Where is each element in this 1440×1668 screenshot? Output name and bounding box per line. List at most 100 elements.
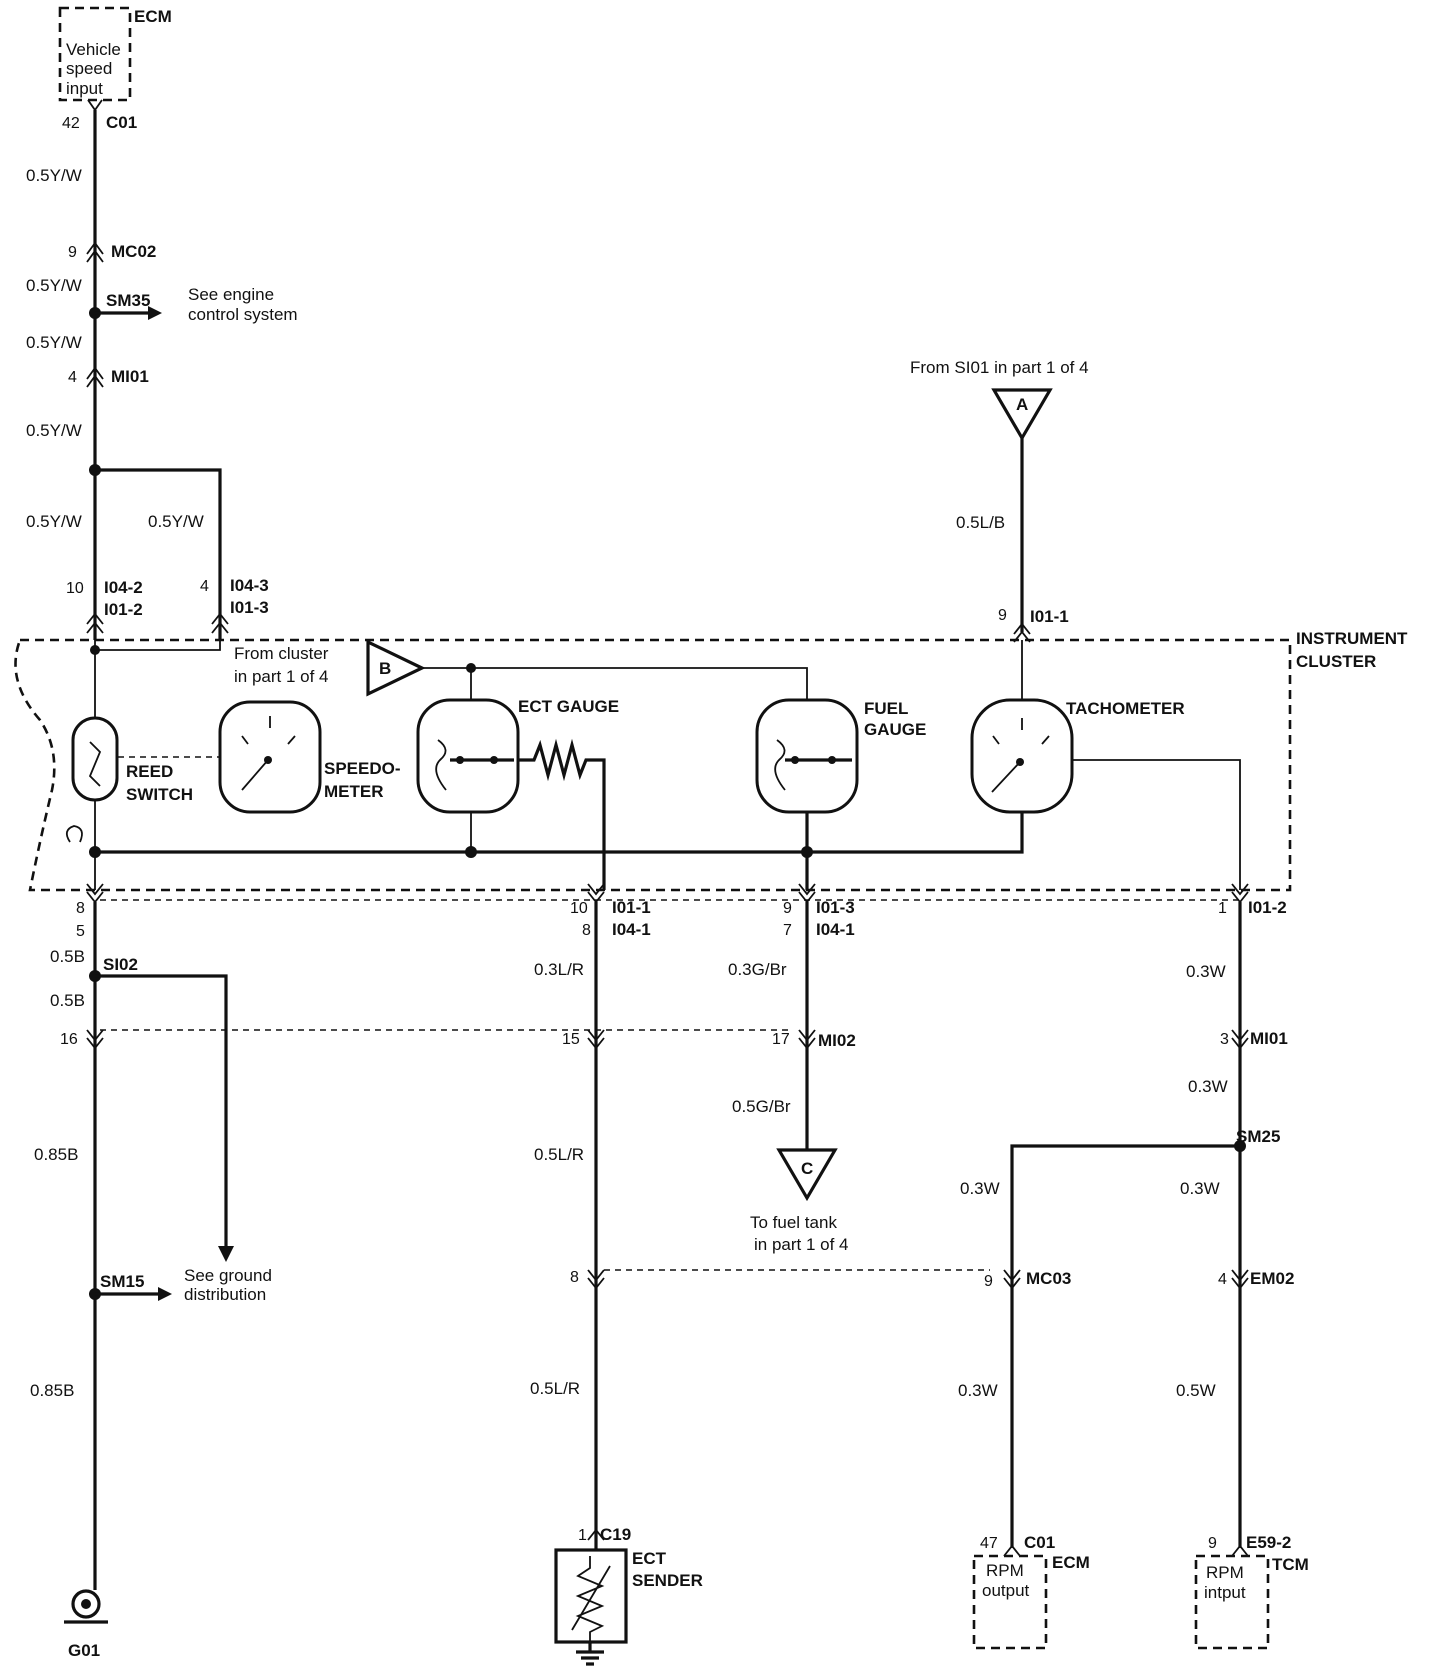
- fuel-gauge-body: [755, 698, 859, 814]
- em02-connector-symbol: [1231, 1269, 1249, 1290]
- ecm-bottom-box: [972, 1554, 1048, 1650]
- ecm-bottom-module: ECM: [1052, 1553, 1090, 1572]
- left-lower-wire-label-4: 0.85B: [30, 1381, 74, 1400]
- fuel-pin-b: 7: [783, 922, 792, 939]
- mi01-top-pin: 4: [68, 369, 77, 386]
- left-lower-wire-label-1: 0.5B: [50, 947, 85, 966]
- mi02-connector-symbol: [798, 1029, 816, 1050]
- ecm-top-line2: speed: [66, 59, 112, 78]
- i04-2-connector-b: I01-2: [104, 600, 143, 619]
- reed-switch-label-1: REED: [126, 762, 173, 781]
- sm35-ref-line2: control system: [188, 305, 298, 324]
- flag-b-triangle: [366, 639, 426, 697]
- ecm-bottom-connector: C01: [1024, 1533, 1055, 1552]
- ect-15-connector-symbol: [587, 1029, 605, 1050]
- i04-3-connector-a: I04-3: [230, 576, 269, 595]
- ect-pin-a: 10: [570, 900, 588, 917]
- mc02-pin: 9: [68, 244, 77, 261]
- sm25-label: SM25: [1236, 1127, 1280, 1146]
- ecm-bottom-connector-symbol: [1003, 1544, 1021, 1557]
- si02-arrow-icon: [218, 1246, 234, 1262]
- i04-2-connector-symbol: [86, 612, 104, 634]
- fuel-conn-b: I04-1: [816, 920, 855, 939]
- reed-switch-contact-icon: [88, 741, 102, 787]
- i04-3-connector-symbol: [211, 612, 229, 634]
- ect-sender-label-1: ECT: [632, 1549, 667, 1568]
- tach-wire-label-2: 0.3W: [1188, 1077, 1228, 1096]
- sm35-ref-line1: See engine: [188, 285, 274, 304]
- left-wire-label-6: 0.5Y/W: [148, 512, 204, 531]
- ground-bus-dot-fuel: [801, 846, 813, 858]
- tach-wire-label-6: 0.5W: [1176, 1381, 1216, 1400]
- sm35-arrow-icon: [148, 306, 162, 320]
- ecm-top-connector: C01: [106, 113, 137, 132]
- left-wire-label-1: 0.5Y/W: [26, 166, 82, 185]
- tachometer-body: [970, 698, 1074, 814]
- fuel-ref-line1: To fuel tank: [750, 1213, 837, 1232]
- cluster-ground-bus: [95, 812, 1024, 854]
- g01-label: G01: [68, 1641, 100, 1660]
- mi01-top-connector-label: MI01: [111, 367, 149, 386]
- flag-a-letter: A: [1016, 395, 1028, 414]
- fuel-gauge-pivot-right: [828, 756, 836, 764]
- fuel-ref-line2: in part 1 of 4: [754, 1235, 849, 1254]
- flag-a-triangle: [991, 388, 1053, 442]
- ect-wire-label-3: 0.5L/R: [530, 1379, 580, 1398]
- left-lower-wire-label-2: 0.5B: [50, 991, 85, 1010]
- speedometer-label-2: METER: [324, 782, 384, 801]
- fuel-conn-a: I01-3: [816, 898, 855, 917]
- reed-switch-body: [71, 716, 119, 802]
- ecm-top-line1: Vehicle: [66, 40, 121, 59]
- ect-wire-label-1: 0.3L/R: [534, 960, 584, 979]
- ect-gauge-label: ECT GAUGE: [518, 697, 619, 716]
- sm35-label: SM35: [106, 291, 150, 310]
- tcm-bottom-line2: intput: [1204, 1583, 1246, 1602]
- ect-pin-e: 1: [578, 1527, 587, 1544]
- sm15-arrow-icon: [158, 1287, 172, 1301]
- ecm-top-pin: 42: [62, 115, 80, 132]
- ect-conn-a: I01-1: [612, 898, 651, 917]
- i01-1-tach-pin: 9: [998, 607, 1007, 624]
- sm15-ref-line2: distribution: [184, 1285, 266, 1304]
- i01-3-internal-wire: [95, 640, 221, 651]
- reed-switch-label-2: SWITCH: [126, 785, 193, 804]
- ect-sender-label-2: SENDER: [632, 1571, 703, 1590]
- ect-gauge-needle-icon: [435, 739, 447, 791]
- from-cluster-line2: in part 1 of 4: [234, 667, 329, 686]
- fuel-pin-a: 9: [783, 900, 792, 917]
- left-wire-label-5: 0.5Y/W: [26, 512, 82, 531]
- ground-bus-dot-left: [89, 846, 101, 858]
- ecm-top-line3: input: [66, 79, 103, 98]
- left-lower-pin-a: 8: [76, 900, 85, 917]
- ect-pin-d: 8: [570, 1269, 579, 1286]
- flag-a-wire-label: 0.5L/B: [956, 513, 1005, 532]
- tachometer-hub: [1016, 758, 1024, 766]
- tach-pin-b: 3: [1220, 1031, 1229, 1048]
- left-split-branch-wire: [95, 468, 222, 640]
- mc03-connector-label: MC03: [1026, 1269, 1071, 1288]
- i01-1-tach-connector: I01-1: [1030, 607, 1069, 626]
- fuel-wire-label-1: 0.3G/Br: [728, 960, 787, 979]
- tcm-bottom-pin: 9: [1208, 1535, 1217, 1552]
- tcm-bottom-box: [1194, 1554, 1270, 1650]
- c01-connector-symbol: [87, 99, 103, 112]
- ect-sender-ground-icon: [576, 1642, 604, 1666]
- fuel-gauge-label-1: FUEL: [864, 699, 908, 718]
- g01-ground-inner: [81, 1599, 91, 1609]
- ground-bus-dot-ect: [465, 846, 477, 858]
- sm25-branch-wire: [1010, 1144, 1240, 1548]
- cluster-title-line1: INSTRUMENT: [1296, 629, 1408, 648]
- ecm-bottom-pin: 47: [980, 1535, 998, 1552]
- tach-wire-label-3: 0.3W: [960, 1179, 1000, 1198]
- em02-connector-label: EM02: [1250, 1269, 1294, 1288]
- fuel-gauge-label-2: GAUGE: [864, 720, 926, 739]
- flag-a-reference: From SI01 in part 1 of 4: [910, 358, 1089, 377]
- mi01-lower-connector-symbol: [1231, 1029, 1249, 1050]
- si02-branch-wire: [95, 974, 228, 1248]
- instrument-cluster-boundary: [14, 638, 1292, 892]
- mi01-lower-connector-label: MI01: [1250, 1029, 1288, 1048]
- left-16-connector-symbol: [86, 1029, 104, 1050]
- left-wire-label-2: 0.5Y/W: [26, 276, 82, 295]
- ect-8-connector-symbol: [587, 1269, 605, 1290]
